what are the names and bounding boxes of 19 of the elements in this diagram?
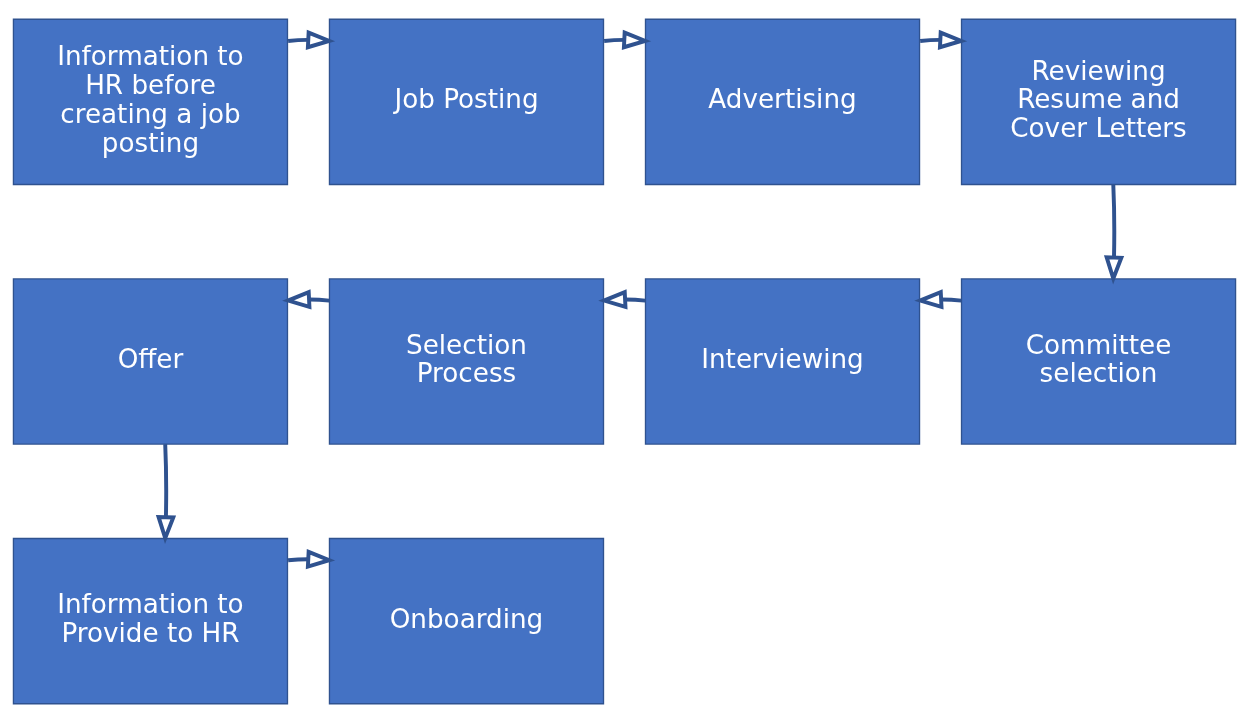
arrow bbox=[155, 444, 177, 545]
arrow bbox=[914, 289, 962, 310]
arrow bbox=[282, 289, 330, 310]
arrow bbox=[1103, 184, 1125, 285]
node-box: Onboarding bbox=[328, 537, 605, 705]
node-box: Selection Process bbox=[328, 278, 605, 445]
node-box: Advertising bbox=[644, 18, 921, 186]
arrow bbox=[603, 29, 652, 50]
node-box: Reviewing Resume and Cover Letters bbox=[960, 18, 1237, 186]
node-box: Information to Provide to HR bbox=[12, 537, 289, 705]
node-box: Offer bbox=[12, 278, 289, 445]
arrow bbox=[598, 289, 646, 310]
node-box: Job Posting bbox=[328, 18, 605, 186]
node-box: Committee selection bbox=[960, 278, 1237, 445]
arrow bbox=[287, 549, 336, 570]
arrow bbox=[287, 29, 336, 50]
node-box: Interviewing bbox=[644, 278, 921, 445]
arrow bbox=[920, 29, 968, 50]
node-box: Information to HR before creating a job posting bbox=[12, 18, 289, 186]
